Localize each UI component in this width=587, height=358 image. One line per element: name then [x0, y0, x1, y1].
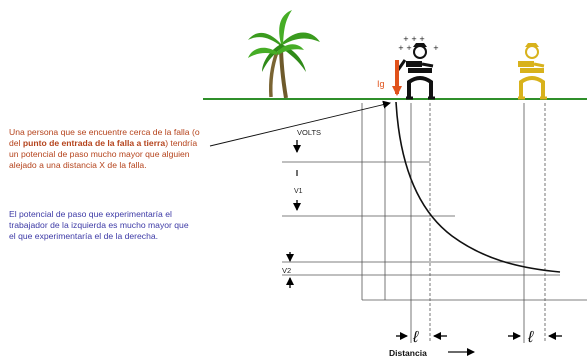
- explanation-note-workers: El potencial de paso que experimentaría …: [9, 209, 189, 241]
- potential-curve: [395, 101, 561, 273]
- v1-label: V1: [294, 188, 303, 195]
- svg-text:+: +: [433, 44, 439, 52]
- step-left-label: ℓ: [412, 329, 419, 346]
- svg-text:+ + +: + + +: [403, 35, 425, 43]
- worker-icon: [518, 43, 547, 100]
- distance-label: Distancia: [389, 348, 427, 358]
- electrocuted-worker-icon: + + + + + +: [396, 35, 439, 100]
- volts-label: VOLTS: [297, 128, 321, 137]
- note1-text-a: Una persona que se encuentre cerca de la…: [9, 127, 200, 148]
- pointer-line: [209, 100, 391, 147]
- explanation-note-fault: Una persona que se encuentre cerca de la…: [9, 127, 207, 171]
- note1-text-bold: punto de entrada de la falla a tierra: [22, 138, 166, 148]
- current-label: Ig: [377, 79, 385, 89]
- palm-tree-icon: [248, 10, 320, 99]
- svg-text:+ +: + +: [398, 44, 412, 52]
- note1-text-b: ) tendría un potencial de paso mucho may…: [9, 138, 198, 170]
- step-right-label: ℓ: [527, 329, 534, 346]
- v2-label: V2: [282, 266, 291, 275]
